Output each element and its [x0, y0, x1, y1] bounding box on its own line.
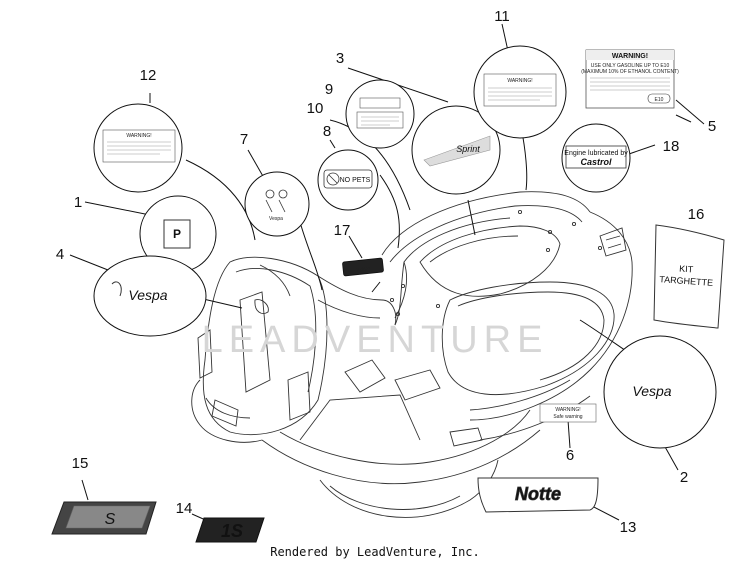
decal-1-emblem: P: [139, 195, 217, 273]
svg-text:Notte: Notte: [515, 484, 561, 504]
callout-numbers: 1 2 3 4 6 7 8 9 10 11 12 13 14 15 16 17 …: [56, 8, 716, 536]
svg-text:Castrol: Castrol: [580, 157, 612, 167]
callout-10: 10: [307, 100, 324, 117]
decal-8-no-pets: NO PETS: [317, 149, 379, 211]
decal-12-warning: WARNING!: [93, 103, 183, 193]
callout-12: 12: [140, 67, 157, 84]
decal-11-warning: WARNING!: [473, 45, 567, 139]
svg-text:WARNING!: WARNING!: [126, 133, 151, 139]
svg-text:Engine lubricated by: Engine lubricated by: [564, 150, 628, 157]
svg-text:Sprint: Sprint: [456, 144, 480, 154]
svg-text:S: S: [105, 511, 116, 528]
svg-text:NO PETS: NO PETS: [340, 177, 371, 184]
callout-9: 9: [325, 81, 333, 98]
callout-13: 13: [620, 519, 637, 536]
svg-text:TARGHETTE: TARGHETTE: [659, 274, 713, 288]
decal-16-kit: KIT TARGHETTE: [653, 224, 725, 329]
decal-6-warning: WARNING! Safe warning: [539, 403, 597, 423]
decal-15-badge: S: [51, 501, 157, 535]
callout-14: 14: [176, 500, 193, 517]
svg-text:(MAXIMUM 10% OF ETHANOL CONTEN: (MAXIMUM 10% OF ETHANOL CONTENT): [581, 69, 679, 75]
svg-text:USE ONLY GASOLINE UP TO E10: USE ONLY GASOLINE UP TO E10: [591, 63, 670, 69]
callout-7: 7: [240, 131, 248, 148]
svg-text:WARNING!: WARNING!: [555, 407, 580, 413]
decal-9-10-labels: [345, 79, 415, 149]
svg-text:E10: E10: [655, 97, 664, 103]
callout-1: 1: [74, 194, 82, 211]
decal-14-badge: 1S: [195, 517, 265, 543]
callout-5-label: 5: [708, 118, 716, 135]
callout-2: 2: [680, 469, 688, 486]
svg-text:Vespa: Vespa: [269, 216, 283, 222]
decal-3-sprint: Sprint: [411, 105, 501, 195]
svg-text:WARNING!: WARNING!: [612, 53, 648, 60]
watermark: LEADVENTURE: [202, 319, 549, 361]
decal-4-vespa-script: Vespa: [93, 255, 207, 337]
decal-7-cartoon: Vespa: [244, 171, 310, 237]
decal-2-vespa: Vespa: [603, 335, 717, 449]
decal-13-notte: Notte: [477, 477, 599, 513]
footer-credit: Rendered by LeadVenture, Inc.: [270, 545, 480, 559]
svg-text:Vespa: Vespa: [128, 287, 167, 303]
svg-text:Vespa: Vespa: [356, 265, 371, 272]
scooter-body: [191, 191, 633, 518]
callout-3: 3: [336, 50, 344, 67]
svg-text:Vespa: Vespa: [632, 383, 671, 399]
callout-18: 18: [663, 138, 680, 155]
callout-6: 6: [566, 447, 574, 464]
leader-5: [675, 99, 705, 125]
svg-text:1S: 1S: [221, 521, 243, 541]
callout-17: 17: [334, 222, 351, 239]
decal-18-castrol: Engine lubricated by Castrol: [561, 123, 631, 193]
callout-11: 11: [494, 8, 510, 25]
callout-16: 16: [688, 206, 705, 223]
callout-4: 4: [56, 246, 64, 263]
callout-8: 8: [323, 123, 331, 140]
svg-text:WARNING!: WARNING!: [507, 78, 532, 84]
svg-text:KIT: KIT: [679, 264, 694, 275]
decal-17-badge: Vespa: [342, 257, 384, 277]
callout-15: 15: [72, 455, 89, 472]
svg-text:Safe warning: Safe warning: [553, 414, 582, 420]
decal-5-fuel-warning: WARNING! USE ONLY GASOLINE UP TO E10 (MA…: [581, 49, 679, 109]
svg-text:P: P: [173, 227, 181, 241]
